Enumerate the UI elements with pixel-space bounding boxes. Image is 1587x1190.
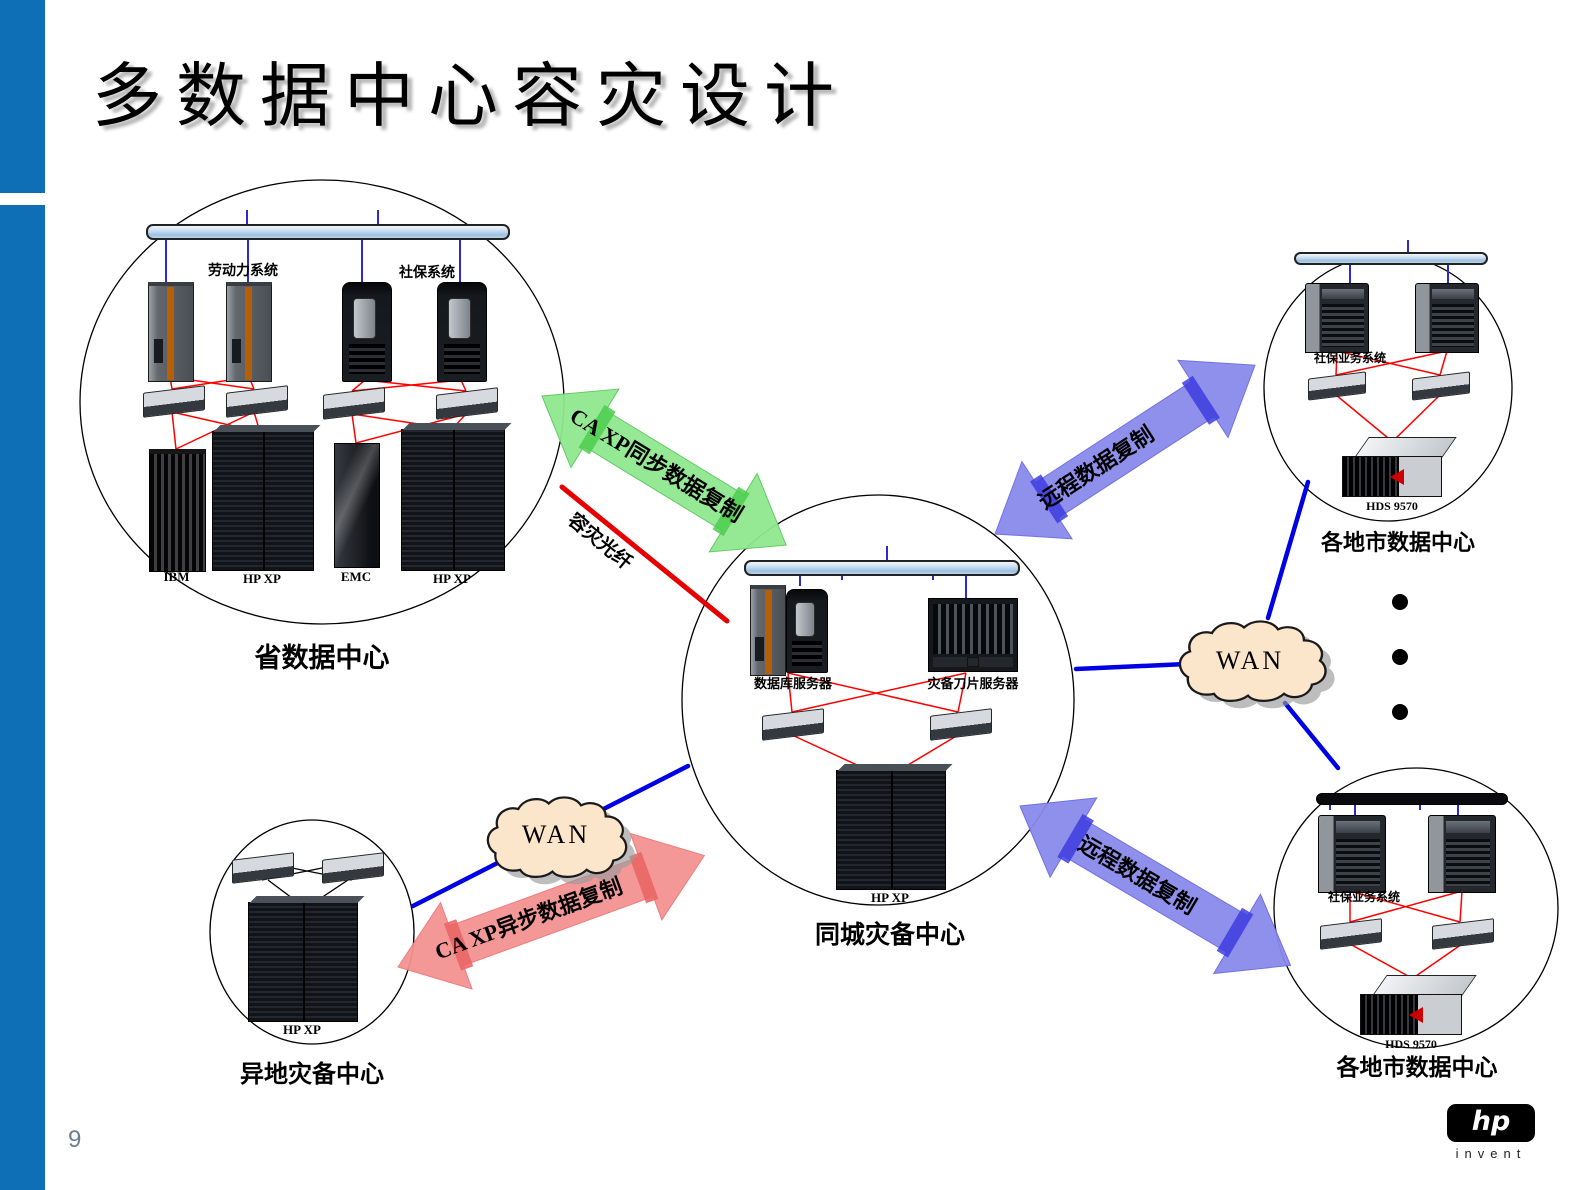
hds-top-face — [1372, 975, 1477, 996]
more-sites-dot — [1392, 594, 1408, 610]
hp-invent-text: invent — [1455, 1146, 1527, 1161]
hp-xp-label: HP XP — [243, 571, 281, 586]
remote-circle — [209, 819, 415, 1045]
tower-server — [342, 282, 392, 382]
page-number: 9 — [68, 1126, 82, 1153]
remote-arrow-bottom — [1019, 797, 1292, 975]
hds-top-face — [1354, 437, 1457, 458]
wan-label-left: WAN — [521, 820, 591, 849]
hp-xp-label: HP XP — [433, 571, 471, 586]
hds-label: HDS 9570 — [1385, 1037, 1437, 1051]
metro-circle — [681, 494, 1075, 906]
database-server-tower — [786, 589, 828, 673]
hp-logo: hp — [1447, 1104, 1535, 1142]
hp-xp-label: HP XP — [871, 890, 909, 905]
province-center-name: 省数据中心 — [254, 643, 390, 673]
blade-server-label: 灾备刀片服务器 — [927, 676, 1019, 691]
left-accent-bar-bottom — [0, 205, 45, 1190]
emc-storage — [334, 443, 380, 568]
ibm-storage — [149, 449, 206, 572]
database-server-cabinet — [750, 585, 786, 676]
province-bus-bar — [146, 224, 510, 240]
remote-links — [261, 861, 353, 905]
hp-xp-storage — [836, 770, 946, 890]
wan-cloud-right — [1178, 620, 1335, 709]
wan-cloud-left — [486, 796, 635, 885]
city-bottom-bus-bar — [1316, 793, 1508, 805]
hp-xp-label: HP XP — [283, 1022, 321, 1037]
city-bottom-circle — [1273, 767, 1559, 1049]
social-insurance-system-label: 社保系统 — [399, 266, 455, 281]
labor-system-label: 劳动力系统 — [208, 264, 278, 279]
hds-front-face — [1360, 994, 1462, 1035]
ibm-label: IBM — [163, 569, 190, 584]
async-arrow — [397, 832, 706, 990]
remote-center-name: 异地灾备中心 — [240, 1062, 384, 1088]
hp-xp-storage — [248, 902, 358, 1022]
hds-storage — [1360, 975, 1477, 1035]
metro-center-name: 同城灾备中心 — [814, 922, 965, 949]
bus-drop-lines — [165, 210, 1459, 817]
emc-label: EMC — [340, 569, 372, 584]
city-server — [1415, 283, 1479, 353]
hp-logo-text: hp — [1471, 1106, 1511, 1137]
fiber-line — [559, 484, 730, 624]
city-server — [1318, 815, 1386, 893]
hds-front-face — [1342, 456, 1442, 497]
remote-arrow-top — [994, 359, 1256, 540]
wan-lines — [410, 479, 1341, 909]
hp-xp-storage — [212, 431, 314, 571]
city-top-name: 各地市数据中心 — [1320, 530, 1475, 555]
tower-server — [437, 282, 487, 382]
wan-label-right: WAN — [1215, 646, 1285, 675]
metro-bus-bar — [744, 560, 1020, 576]
mainframe-server — [148, 282, 194, 382]
more-sites-dot — [1392, 704, 1408, 720]
red-san-links — [169, 350, 1463, 977]
database-server-label: 数据库服务器 — [753, 676, 832, 691]
city-server — [1428, 815, 1496, 893]
page-title: 多数据中心容灾设计 — [92, 59, 848, 136]
blade-chassis — [928, 598, 1018, 672]
city-top-bus-bar — [1294, 252, 1488, 265]
left-accent-bar-top — [0, 0, 45, 193]
city-bottom-name: 各地市数据中心 — [1336, 1055, 1498, 1080]
sync-arrow — [541, 388, 787, 553]
city-server — [1305, 283, 1369, 353]
mainframe-server — [226, 282, 272, 382]
city-system-label: 社保业务系统 — [1313, 351, 1386, 365]
hds-storage — [1342, 437, 1457, 497]
city-system-label: 社保业务系统 — [1327, 890, 1400, 904]
more-sites-dot — [1392, 649, 1408, 665]
hp-xp-storage — [401, 429, 505, 571]
hds-label: HDS 9570 — [1366, 499, 1418, 513]
